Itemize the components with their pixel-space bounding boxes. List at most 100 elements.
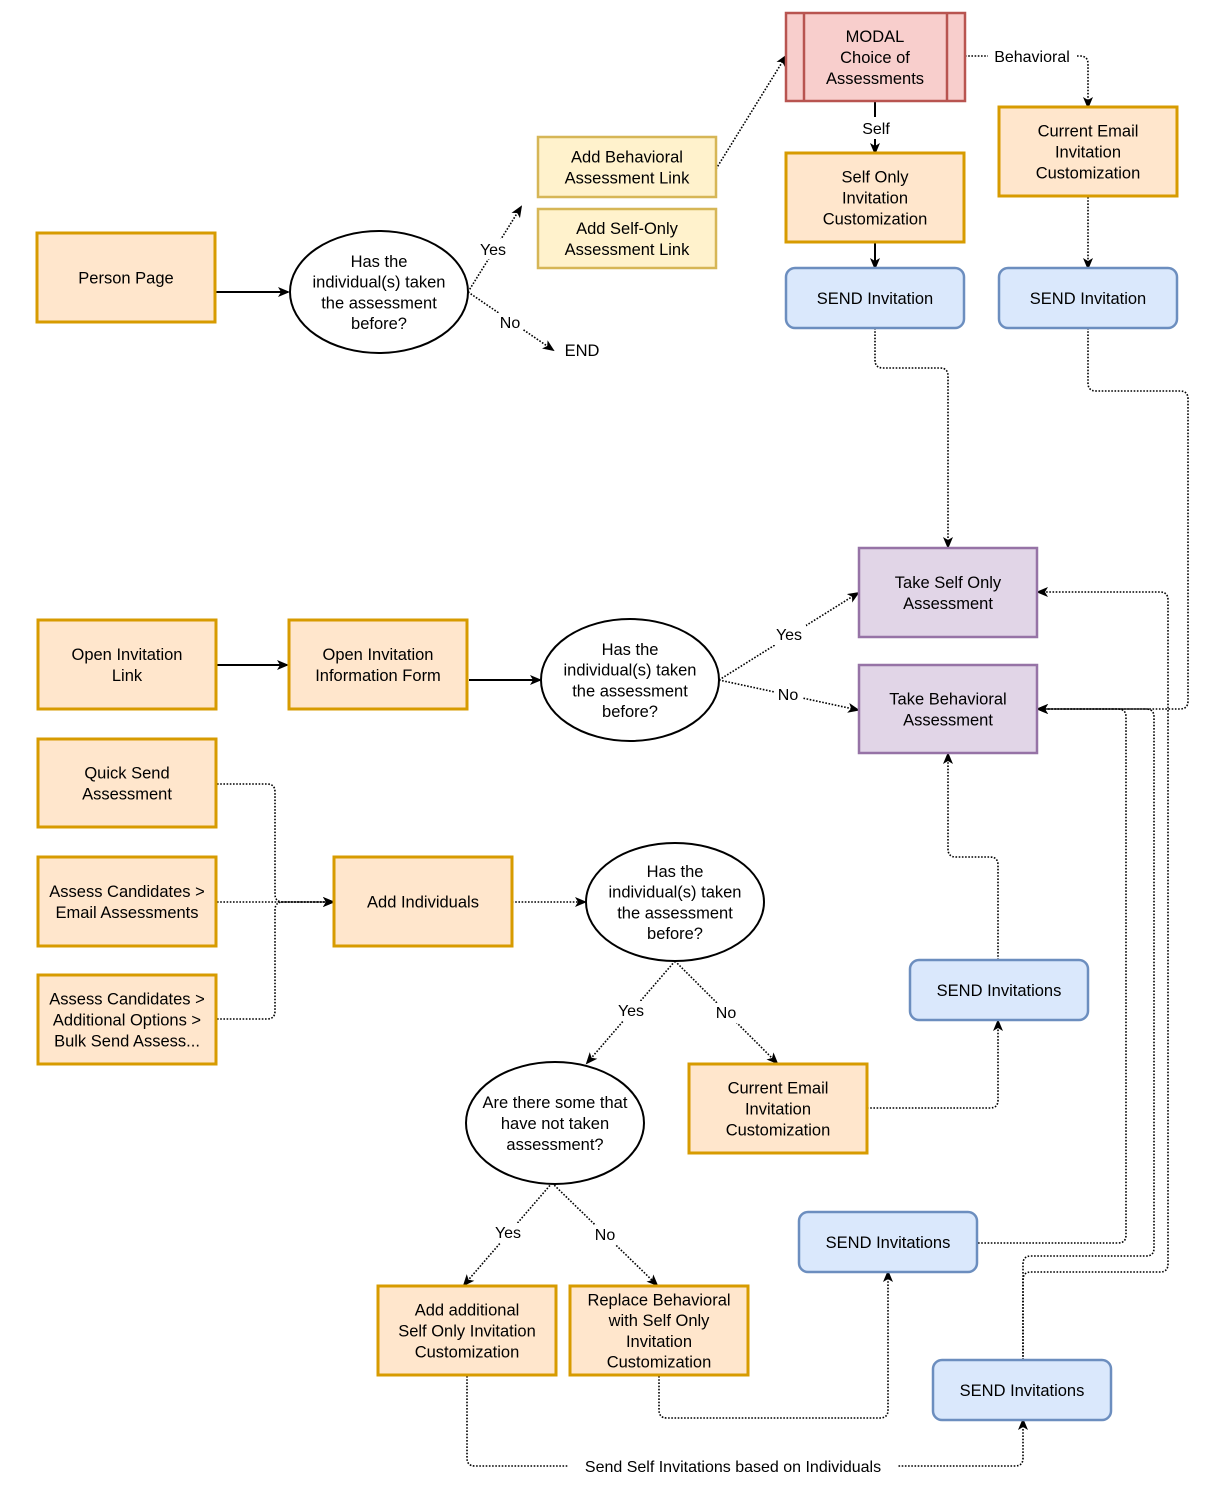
label-line: Assessment xyxy=(82,785,172,803)
node-send-invitation-self-label: SEND Invitation xyxy=(817,290,933,308)
label-line: Current Email xyxy=(1038,123,1139,141)
label-line: the assessment xyxy=(572,682,688,700)
edge-label-self: Self xyxy=(862,121,890,138)
node-add-individuals-label: Add Individuals xyxy=(367,894,479,912)
edge-label-no-some: No xyxy=(595,1227,616,1244)
edge-behavioral-link-to-modal xyxy=(715,54,788,170)
label-line: Choice of xyxy=(840,49,910,67)
label-line: Assess Candidates > xyxy=(49,883,204,901)
label-line: individual(s) taken xyxy=(313,274,446,292)
label-line: Customization xyxy=(1036,164,1141,182)
label-line: Has the xyxy=(351,253,408,271)
label-line: individual(s) taken xyxy=(564,662,697,680)
node-end: END xyxy=(565,342,600,360)
edge-label-yes-some: Yes xyxy=(495,1225,521,1242)
label-line: SEND Invitations xyxy=(937,982,1062,1000)
label-line: Take Behavioral xyxy=(889,691,1006,709)
label-line: Add additional xyxy=(415,1302,520,1320)
edge-replace-to-send-mid xyxy=(658,1270,893,1419)
label-line: Self Only xyxy=(842,169,910,187)
nodes: Person Page Has the individual(s) taken th… xyxy=(35,11,1179,1422)
edge-quick-send-to-add xyxy=(217,783,335,907)
node-send-invitations-bottom-label: SEND Invitations xyxy=(960,1382,1085,1400)
edge-send-bottom-to-take-self xyxy=(1022,587,1169,1360)
node-send-invitations-mid: SEND Invitations xyxy=(797,1210,979,1274)
edge-label-no-middle: No xyxy=(778,687,799,704)
node-send-invitation-behavioral: SEND Invitation xyxy=(997,266,1179,330)
node-person-page: Person Page xyxy=(35,231,217,324)
node-send-invitations-bottom: SEND Invitations xyxy=(931,1358,1113,1422)
node-decision-middle-label: Has the individual(s) taken the assessment… xyxy=(564,641,697,721)
node-assess-bulk: Assess Candidates >Additional Options >B… xyxy=(36,973,218,1066)
label-line: END xyxy=(565,342,600,360)
label-line: Person Page xyxy=(78,270,173,288)
label-line: the assessment xyxy=(321,294,437,312)
node-assess-bulk-label: Assess Candidates >Additional Options >B… xyxy=(49,991,204,1051)
node-send-invitation-self: SEND Invitation xyxy=(784,266,966,330)
label-line: Assessment xyxy=(903,595,993,613)
node-decision-top: Has the individual(s) taken the assessment… xyxy=(289,230,469,354)
label-line: assessment? xyxy=(506,1136,603,1154)
edge-label-yes-top: Yes xyxy=(480,242,506,259)
node-assess-email-label: Assess Candidates > Email Assessments xyxy=(49,883,204,922)
label-line: Self Only Invitation xyxy=(398,1323,536,1341)
label-line: Email Assessments xyxy=(55,904,198,922)
label-line: individual(s) taken xyxy=(609,884,742,902)
node-send-invitations-right: SEND Invitations xyxy=(908,958,1090,1022)
label-line: Information Form xyxy=(315,667,441,685)
node-decision-top-label: Has the individual(s) taken the assessment… xyxy=(313,253,446,333)
label-line: SEND Invitations xyxy=(960,1382,1085,1400)
edge-some-no xyxy=(551,1182,659,1287)
label-line: with Self Only xyxy=(608,1312,711,1330)
node-decision-some-label: Are there some that have not taken assessm… xyxy=(483,1094,628,1154)
label-line: Are there some that xyxy=(483,1094,628,1112)
node-add-individuals: Add Individuals xyxy=(332,855,514,948)
edge-label-no-bottom: No xyxy=(716,1005,737,1022)
node-decision-middle: Has the individual(s) taken the assessment… xyxy=(540,618,720,742)
label-line: Assessments xyxy=(826,70,924,88)
label-line: before? xyxy=(647,925,703,943)
label-line: before? xyxy=(602,703,658,721)
node-modal-label: MODAL Choice of Assessments xyxy=(826,28,924,88)
edge-decision-yes xyxy=(467,205,523,293)
node-end-label: END xyxy=(565,342,600,360)
label-line: Current Email xyxy=(728,1080,829,1098)
label-line: Customization xyxy=(726,1121,831,1139)
label-line: Has the xyxy=(602,641,659,659)
node-person-page-label: Person Page xyxy=(78,270,173,288)
label-line: before? xyxy=(351,315,407,333)
edge-label-yes-middle: Yes xyxy=(776,627,802,644)
label-line: SEND Invitation xyxy=(1030,290,1146,308)
label-line: Add Individuals xyxy=(367,894,479,912)
label-line: SEND Invitation xyxy=(817,290,933,308)
label-line: MODAL xyxy=(846,28,905,46)
edge-assess-bulk-to-add xyxy=(217,897,335,1020)
label-line: Invitation xyxy=(842,190,908,208)
edge-label-send-self-based: Send Self Invitations based on Individua… xyxy=(585,1459,881,1476)
label-line: Open Invitation xyxy=(323,646,434,664)
label-line: Invitation xyxy=(626,1333,692,1351)
edge-labels: Yes No Behavioral Self Yes No Yes No Yes… xyxy=(477,46,1076,1476)
label-line: have not taken xyxy=(501,1115,609,1133)
